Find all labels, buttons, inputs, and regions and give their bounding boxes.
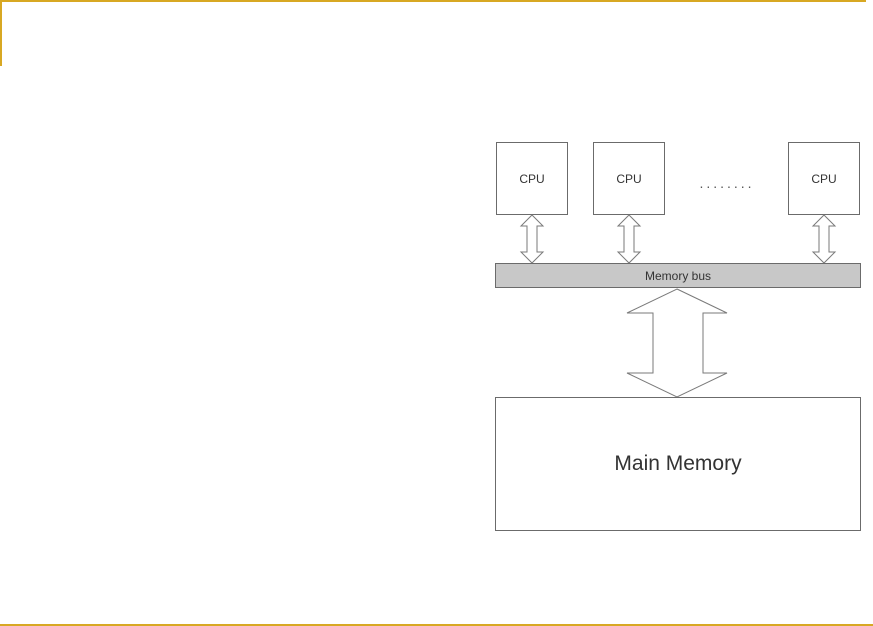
cpu-bus-arrow [811,214,837,264]
memory-bus: Memory bus [495,263,861,288]
main-memory-label: Main Memory [614,452,742,475]
slide-bottom-rule [0,624,873,626]
cpu-box: CPU [496,142,568,215]
cpu-box: CPU [788,142,860,215]
cpu-box: CPU [593,142,665,215]
memory-bus-label: Memory bus [644,268,712,283]
ellipsis: ........ [699,175,755,191]
cpu-label: CPU [616,171,642,186]
bus-memory-arrow [626,288,728,398]
cpu-bus-arrow [519,214,545,264]
cpu-label: CPU [519,171,545,186]
slide-left-rule [0,0,2,66]
cpu-bus-arrow [616,214,642,264]
main-memory-box: Main Memory [495,397,861,531]
slide-top-rule [0,0,866,2]
cpu-label: CPU [811,171,837,186]
